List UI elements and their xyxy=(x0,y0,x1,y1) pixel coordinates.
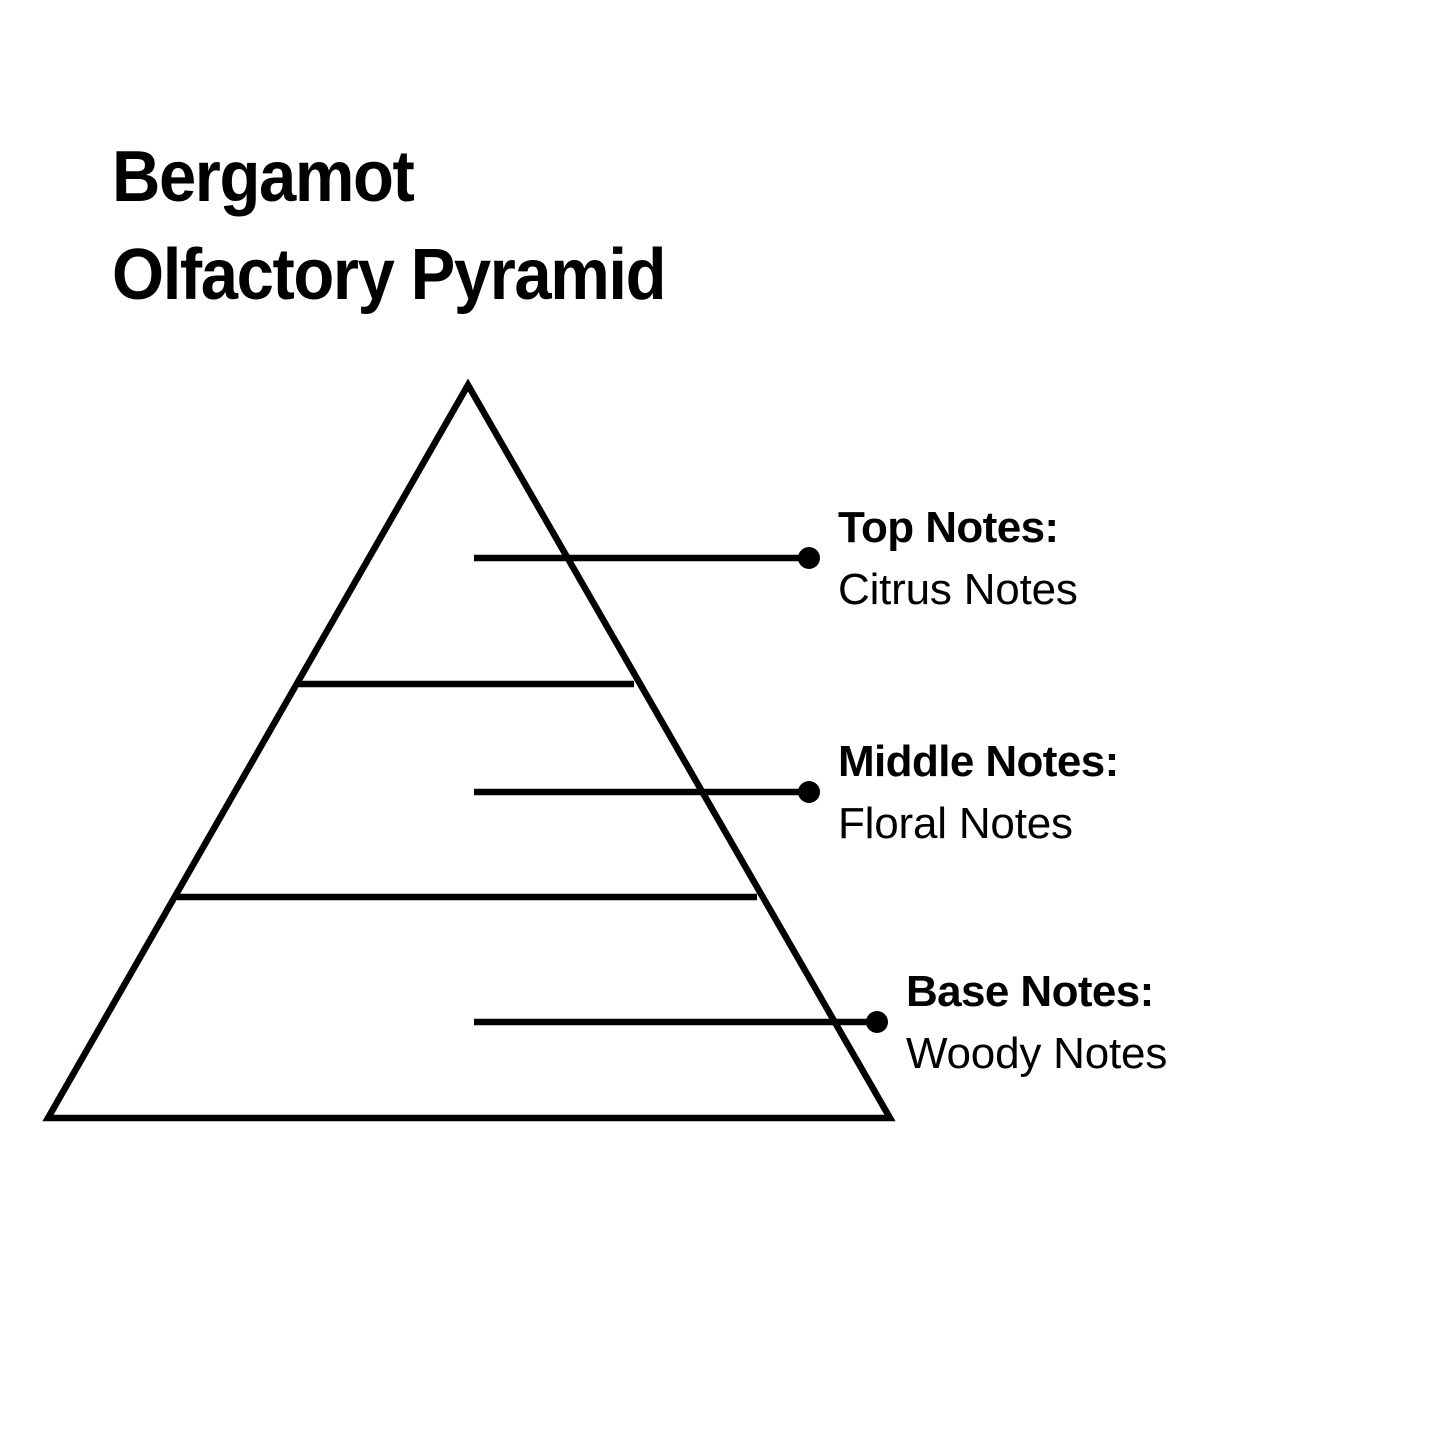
page-title: Bergamot Olfactory Pyramid xyxy=(112,128,1012,324)
callout-middle-notes: Middle Notes: Floral Notes xyxy=(838,731,1119,855)
callout-top-notes: Top Notes: Citrus Notes xyxy=(838,497,1078,621)
leader-dot-base-notes xyxy=(866,1011,888,1033)
callout-base-notes-label: Base Notes: xyxy=(906,967,1154,1016)
title-line-diagram: Olfactory Pyramid xyxy=(112,235,666,315)
pyramid-outline xyxy=(42,378,896,1122)
callout-top-notes-label: Top Notes: xyxy=(838,503,1059,552)
callout-top-notes-value: Citrus Notes xyxy=(838,565,1078,614)
leader-dot-top-notes xyxy=(798,547,820,569)
callout-middle-notes-value: Floral Notes xyxy=(838,799,1073,848)
callout-middle-notes-label: Middle Notes: xyxy=(838,737,1119,786)
callout-base-notes: Base Notes: Woody Notes xyxy=(906,961,1167,1085)
callout-base-notes-value: Woody Notes xyxy=(906,1029,1168,1078)
title-line-subject: Bergamot xyxy=(112,137,415,217)
leader-dot-middle-notes xyxy=(798,781,820,803)
